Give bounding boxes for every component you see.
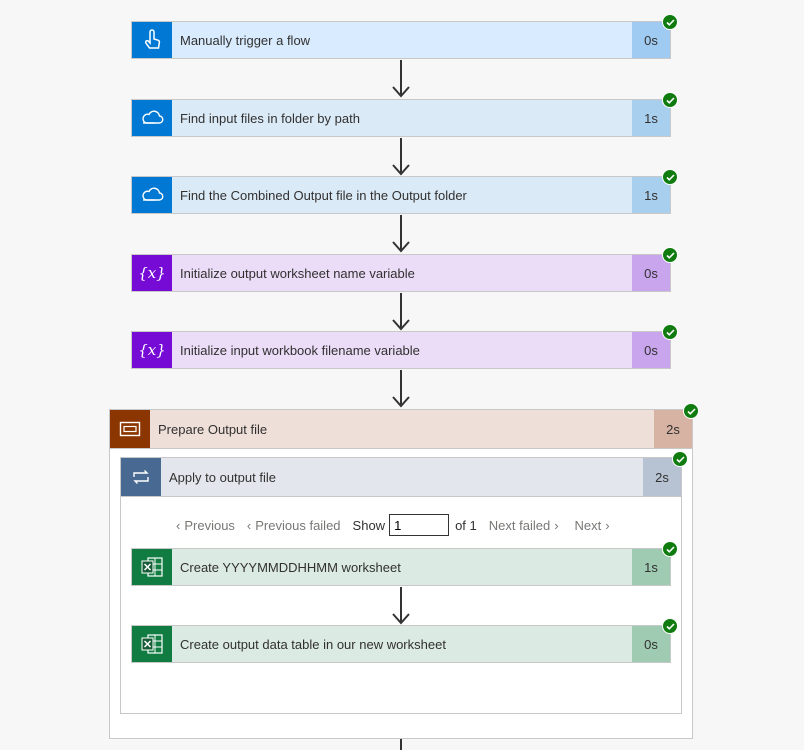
- onedrive-icon: [132, 100, 172, 136]
- step-label: Initialize output worksheet name variabl…: [180, 265, 415, 281]
- connector-arrow: [400, 215, 402, 251]
- arrowhead: [392, 396, 410, 408]
- success-check-icon: [662, 92, 678, 108]
- success-check-icon: [662, 14, 678, 30]
- chevron-right-icon: ›: [554, 517, 559, 533]
- previous-failed-button[interactable]: ‹ Previous failed: [246, 517, 341, 533]
- step-duration: 0s: [632, 22, 670, 58]
- success-check-icon: [662, 541, 678, 557]
- chevron-left-icon: ‹: [246, 517, 252, 533]
- step-label: Find input files in folder by path: [180, 110, 360, 126]
- arrowhead: [392, 164, 410, 176]
- step-init-worksheet-name[interactable]: {𝑥} Initialize output worksheet name var…: [131, 254, 671, 292]
- excel-icon: [132, 626, 172, 662]
- previous-button[interactable]: ‹ Previous: [176, 517, 235, 533]
- connector-arrow: [400, 293, 402, 329]
- loop-apply-to-output-file[interactable]: Apply to output file 2s: [120, 457, 682, 497]
- success-check-icon: [672, 451, 688, 467]
- variable-icon: {𝑥}: [132, 255, 172, 291]
- chevron-right-icon: ›: [605, 517, 610, 533]
- connector-arrow: [400, 138, 402, 174]
- step-create-output-table[interactable]: Create output data table in our new work…: [131, 625, 671, 663]
- step-find-combined-output[interactable]: Find the Combined Output file in the Out…: [131, 176, 671, 214]
- success-check-icon: [662, 618, 678, 634]
- step-manually-trigger[interactable]: Manually trigger a flow 0s: [131, 21, 671, 59]
- connector-arrow: [400, 739, 402, 750]
- connector-arrow: [400, 370, 402, 406]
- iteration-pager: ‹ Previous ‹ Previous failed Show of 1 N…: [176, 514, 610, 536]
- step-find-input-files[interactable]: Find input files in folder by path 1s: [131, 99, 671, 137]
- success-check-icon: [662, 324, 678, 340]
- step-duration: 1s: [632, 100, 670, 136]
- step-duration: 1s: [632, 549, 670, 585]
- chevron-left-icon: ‹: [176, 517, 181, 533]
- step-label: Create output data table in our new work…: [180, 636, 446, 652]
- variable-icon: {𝑥}: [132, 332, 172, 368]
- connector-arrow: [400, 587, 402, 623]
- success-check-icon: [662, 169, 678, 185]
- scope-icon: [110, 410, 150, 448]
- step-create-worksheet[interactable]: Create YYYYMMDDHHMM worksheet 1s: [131, 548, 671, 586]
- onedrive-icon: [132, 177, 172, 213]
- arrowhead: [392, 241, 410, 253]
- step-label: Find the Combined Output file in the Out…: [180, 187, 467, 203]
- step-label: Create YYYYMMDDHHMM worksheet: [180, 559, 401, 575]
- arrowhead: [392, 86, 410, 98]
- step-label: Manually trigger a flow: [180, 32, 311, 48]
- of-label: of 1: [455, 517, 477, 533]
- next-failed-button[interactable]: Next failed ›: [488, 517, 559, 533]
- arrowhead: [392, 319, 410, 331]
- show-label: Show: [352, 517, 386, 533]
- step-duration: 0s: [632, 255, 670, 291]
- step-duration: 0s: [632, 332, 670, 368]
- step-init-workbook-filename[interactable]: {𝑥} Initialize input workbook filename v…: [131, 331, 671, 369]
- arrowhead: [392, 613, 410, 625]
- step-label: Initialize input workbook filename varia…: [180, 342, 420, 358]
- scope-prepare-output-file[interactable]: Prepare Output file 2s: [109, 409, 693, 449]
- next-button[interactable]: Next ›: [574, 517, 610, 533]
- iteration-input[interactable]: [389, 514, 450, 536]
- success-check-icon: [683, 403, 699, 419]
- touch-icon: [132, 22, 172, 58]
- step-duration: 1s: [632, 177, 670, 213]
- success-check-icon: [662, 247, 678, 263]
- excel-icon: [132, 549, 172, 585]
- connector-arrow: [400, 60, 402, 96]
- step-label: Prepare Output file: [158, 421, 268, 437]
- step-label: Apply to output file: [169, 469, 276, 485]
- step-duration: 0s: [632, 626, 670, 662]
- loop-icon: [121, 458, 161, 496]
